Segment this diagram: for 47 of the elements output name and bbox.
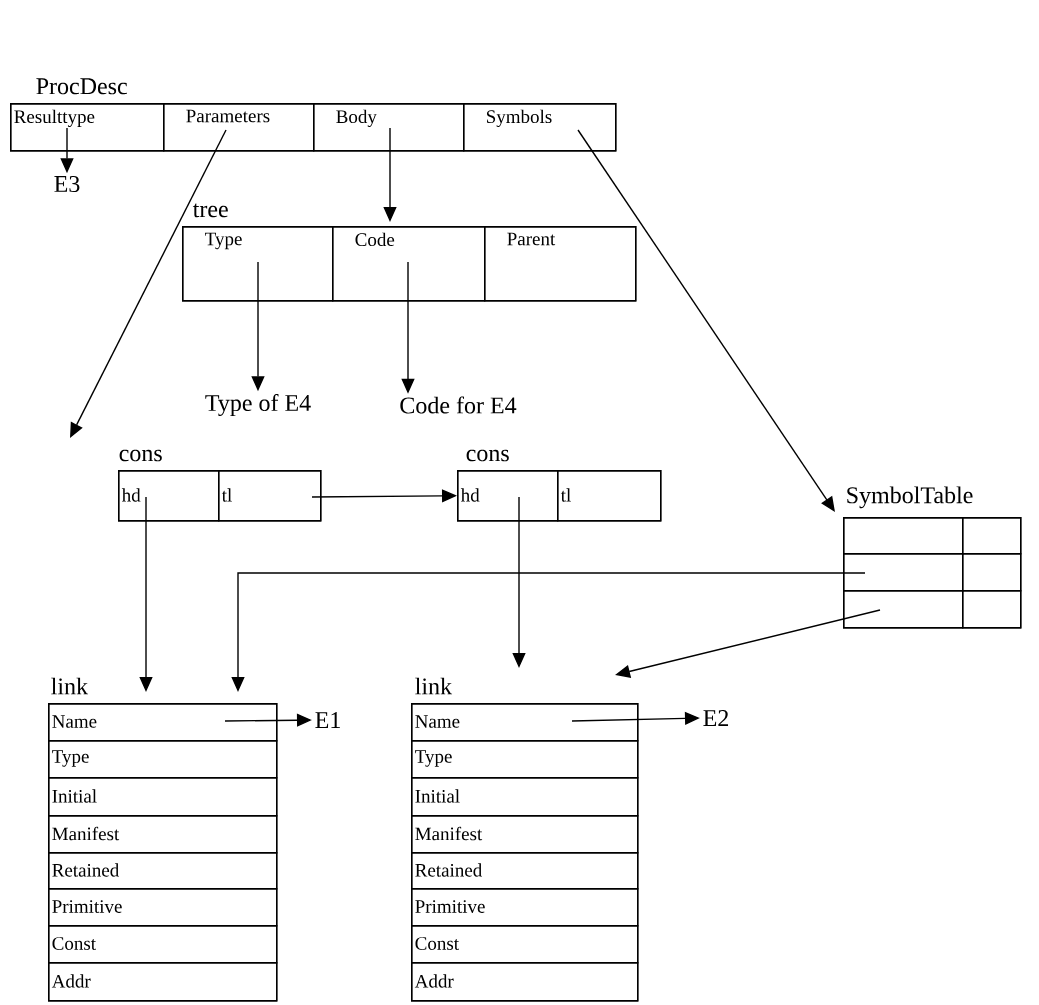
arrow [577,129,835,512]
node-label: cons [466,449,509,462]
record-cell: Type [48,740,278,779]
table-cell [962,553,1022,592]
node-label: link [415,677,453,695]
text-label: Type of E4 [205,394,311,417]
text-label: E3 [54,175,80,193]
record-cell: hd [118,470,220,522]
table-cell [843,553,964,592]
record-cell: Const [411,925,639,964]
record-cell: Name [411,703,639,742]
record-cell: tl [218,470,322,522]
record-cell: Addr [48,962,278,1002]
record-cell: Manifest [411,815,639,854]
record-cell: Type [182,226,334,302]
table-cell [843,590,964,629]
text-label: Code for E4 [400,396,517,414]
text-label: E1 [315,712,340,728]
record-cell: Primitive [411,888,639,927]
node-label: link [51,677,89,695]
record-cell: Parameters [163,103,315,152]
record-cell: Code [332,226,486,302]
record-cell: Body [313,103,465,152]
node-label: cons [119,449,162,462]
record-cell: Resulttype [10,103,165,152]
record-cell: Name [48,703,278,742]
record-cell: hd [457,470,559,522]
table-cell [843,517,964,555]
arrow [70,129,227,438]
record-cell: Const [48,925,278,964]
record-cell: Symbols [463,103,617,152]
node-label: ProcDesc [36,78,127,95]
text-label: E2 [703,710,728,726]
record-cell: Manifest [48,815,278,854]
record-cell: Addr [411,962,639,1002]
node-label: tree [192,203,228,218]
record-cell: Initial [48,777,278,817]
table-cell [962,517,1022,555]
record-cell: Initial [411,777,639,817]
record-cell: Parent [484,226,637,302]
node-label: SymbolTable [847,486,973,509]
record-cell: Type [411,740,639,779]
record-cell: Retained [411,852,639,890]
record-cell: Retained [48,852,278,890]
record-cell: tl [557,470,662,522]
record-cell: Primitive [48,888,278,927]
table-cell [962,590,1022,629]
